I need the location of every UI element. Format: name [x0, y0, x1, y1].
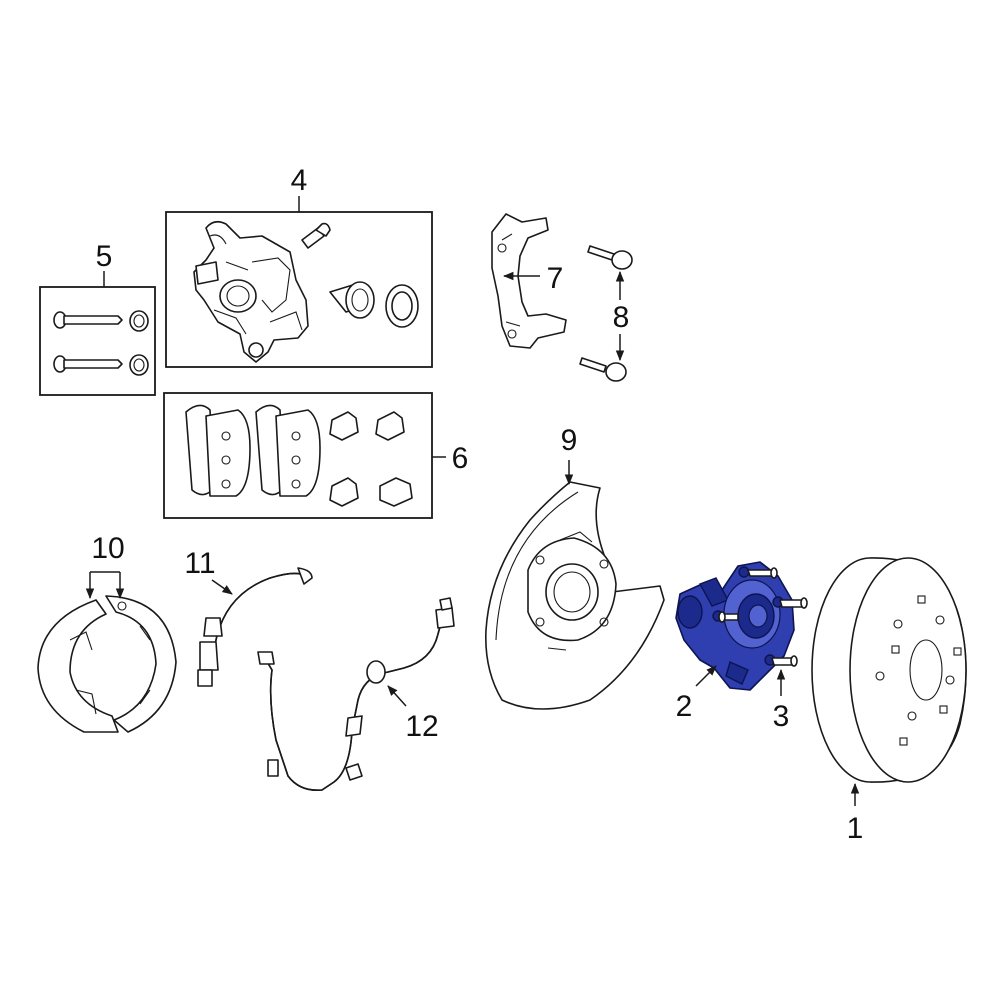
hub-leader — [695, 665, 717, 687]
guide-bolt-lower[interactable] — [53, 354, 149, 376]
callout-9: 9 — [561, 424, 578, 457]
callout-11: 11 — [184, 547, 215, 580]
wheel-studs[interactable] — [718, 567, 808, 696]
callout-3: 3 — [773, 700, 790, 733]
caliper-piston[interactable] — [329, 281, 375, 319]
brake-hose[interactable] — [197, 567, 313, 687]
pad-kit-box — [163, 392, 433, 519]
caliper-kit-group[interactable] — [165, 196, 433, 368]
pad-kit-group[interactable] — [163, 392, 446, 519]
bracket-bolt-lower[interactable] — [579, 357, 627, 382]
brake-rotor[interactable] — [811, 557, 967, 806]
brake-pad-set[interactable] — [185, 404, 321, 497]
guide-bolt-upper[interactable] — [53, 310, 149, 332]
callout-12: 12 — [405, 710, 438, 743]
guide-bolt-group[interactable] — [39, 271, 156, 396]
callout-2: 2 — [676, 690, 693, 723]
parking-brake-shoes[interactable] — [37, 571, 177, 733]
callout-1: 1 — [847, 812, 864, 845]
bleeder-screw[interactable] — [301, 222, 331, 249]
bracket-bolt-upper[interactable] — [587, 245, 633, 270]
callout-8: 8 — [613, 301, 630, 334]
hub-assembly[interactable] — [675, 561, 795, 691]
dust-shield[interactable] — [485, 460, 665, 710]
abs-sensor-harness[interactable] — [257, 597, 455, 792]
pad-clips[interactable] — [329, 411, 413, 507]
callout-7: 7 — [547, 262, 564, 295]
callout-5: 5 — [96, 240, 113, 273]
piston-seal[interactable] — [385, 284, 419, 328]
caliper-bracket[interactable] — [491, 213, 567, 349]
guide-bolt-box — [39, 286, 156, 396]
callout-4: 4 — [291, 164, 308, 197]
callout-10: 10 — [91, 532, 124, 565]
callout-6: 6 — [452, 442, 469, 475]
caliper-body[interactable] — [193, 220, 309, 363]
bracket-bolts[interactable] — [579, 245, 633, 382]
